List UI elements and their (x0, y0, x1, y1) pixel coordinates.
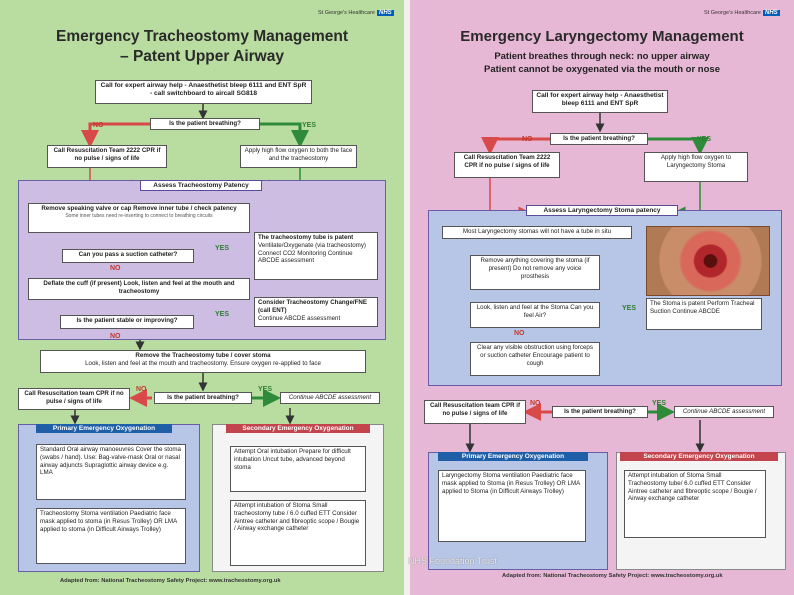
remove-valve-note: Some inner tubes need re-inserting to co… (65, 212, 213, 219)
stoma-patent-box: The Stoma is patent Perform Tracheal Suc… (646, 298, 762, 330)
stoma-photo (646, 226, 770, 296)
clear-obstruction-box: Clear any visible obstruction using forc… (470, 342, 600, 376)
trust-watermark: NHS Foundation Trust (408, 556, 498, 566)
subtitle-line-2: Patient cannot be oxygenated via the mou… (484, 64, 720, 75)
footer-source: Adapted from: National Tracheostomy Safe… (502, 573, 723, 579)
page-subtitle: – Patent Upper Airway (120, 48, 284, 65)
no-label-2: NO (136, 386, 147, 393)
continue-abcde-box: Continue ABCDE assessment (280, 392, 380, 404)
trust-name: St George's Healthcare (704, 10, 761, 16)
yes-label-stable: YES (215, 311, 230, 318)
remove-valve-text: Remove speaking valve or cap Remove inne… (41, 205, 237, 212)
breathing-question-2: Is the patient breathing? (552, 406, 648, 418)
resus-box-2: Call Resuscitation team CPR if no pulse … (424, 400, 526, 424)
remove-tube-body: Look, listen and feel at the mouth and t… (85, 359, 321, 367)
remove-tube-box: Remove the Tracheostomy tube / cover sto… (40, 350, 366, 373)
breathing-question: Is the patient breathing? (550, 133, 648, 145)
suction-question: Can you pass a suction catheter? (62, 249, 194, 263)
continue-abcde-box: Continue ABCDE assessment (674, 406, 774, 418)
patent-title: The tracheostomy tube is patent (258, 234, 354, 241)
stable-question: Is the patient stable or improving? (60, 315, 194, 329)
no-label-suction: NO (110, 265, 121, 272)
consider-change-body: Continue ABCDE assessment (258, 314, 341, 322)
secondary-header: Secondary Emergency Oxygenation (620, 452, 778, 461)
look-listen-box: Look, listen and feel at the Stoma Can y… (470, 302, 600, 328)
oxygen-box: Apply high flow oxygen to Laryngectomy S… (644, 152, 748, 182)
remove-valve-box: Remove speaking valve or cap Remove inne… (28, 203, 250, 233)
no-label-stable: NO (110, 333, 121, 340)
resus-box: Call Resuscitation Team 2222 CPR if no p… (454, 152, 560, 178)
page-title: Emergency Laryngectomy Management (460, 28, 744, 45)
consider-change-box: Consider Tracheostomy Change/FNE (call E… (254, 297, 378, 327)
resus-box-2: Call Resuscitation team CPR if no pulse … (18, 388, 130, 410)
secondary-box-1: Attempt Oral intubation Prepare for diff… (230, 446, 366, 492)
no-label-2: NO (530, 400, 541, 407)
no-label-air: NO (514, 330, 525, 337)
subtitle-line-1: Patient breathes through neck: no upper … (494, 51, 710, 62)
no-tube-box: Most Laryngectomy stomas will not have a… (442, 226, 632, 239)
secondary-header: Secondary Emergency Oxygenation (226, 424, 370, 433)
patency-header: Assess Laryngectomy Stoma patency (526, 205, 678, 216)
primary-box-2: Tracheostomy Stoma ventilation Paediatri… (36, 508, 186, 564)
yes-label: YES (302, 122, 317, 129)
primary-header: Primary Emergency Oxygenation (438, 452, 588, 461)
patent-box: The tracheostomy tube is patent Ventilat… (254, 232, 378, 280)
no-label: NO (522, 136, 533, 143)
call-help-box: Call for expert airway help - Anaestheti… (532, 90, 668, 113)
deflate-cuff-box: Deflate the cuff (if present) Look, list… (28, 278, 250, 300)
breathing-question-2: Is the patient breathing? (154, 392, 252, 404)
remove-cover-box: Remove anything covering the stoma (if p… (470, 255, 600, 290)
nhs-logo: NHS (763, 10, 780, 16)
no-label: NO (93, 122, 104, 129)
trust-name: St George's Healthcare (318, 10, 375, 16)
nhs-logo: NHS (377, 10, 394, 16)
remove-tube-title: Remove the Tracheostomy tube / cover sto… (135, 352, 271, 359)
secondary-box-2: Attempt intubation of Stoma Small trache… (230, 500, 366, 566)
breathing-question: Is the patient breathing? (150, 118, 260, 130)
yes-label-2: YES (258, 386, 273, 393)
poster-divider (404, 0, 410, 595)
yes-label-air: YES (622, 305, 637, 312)
yes-label-suction: YES (215, 245, 230, 252)
consider-change-title: Consider Tracheostomy Change/FNE (call E… (258, 299, 367, 314)
yes-label: YES (697, 136, 712, 143)
footer-source: Adapted from: National Tracheostomy Safe… (60, 578, 281, 584)
yes-label-2: YES (652, 400, 667, 407)
call-help-box: Call for expert airway help - Anaestheti… (95, 80, 312, 104)
primary-box-1: Standard Oral airway manoeuvres Cover th… (36, 444, 186, 500)
primary-box: Laryngectomy Stoma ventilation Paediatri… (438, 470, 586, 542)
patency-header: Assess Tracheostomy Patency (140, 180, 262, 191)
secondary-box: Attempt intubation of Stoma Small Trache… (624, 470, 766, 538)
page-title: Emergency Tracheostomy Management (55, 28, 349, 45)
oxygen-box: Apply high flow oxygen to both the face … (240, 145, 357, 168)
resus-box: Call Resuscitation Team 2222 CPR if no p… (47, 145, 167, 168)
patent-body: Ventilate/Oxygenate (via tracheostomy) C… (258, 241, 366, 265)
primary-header: Primary Emergency Oxygenation (36, 424, 172, 433)
